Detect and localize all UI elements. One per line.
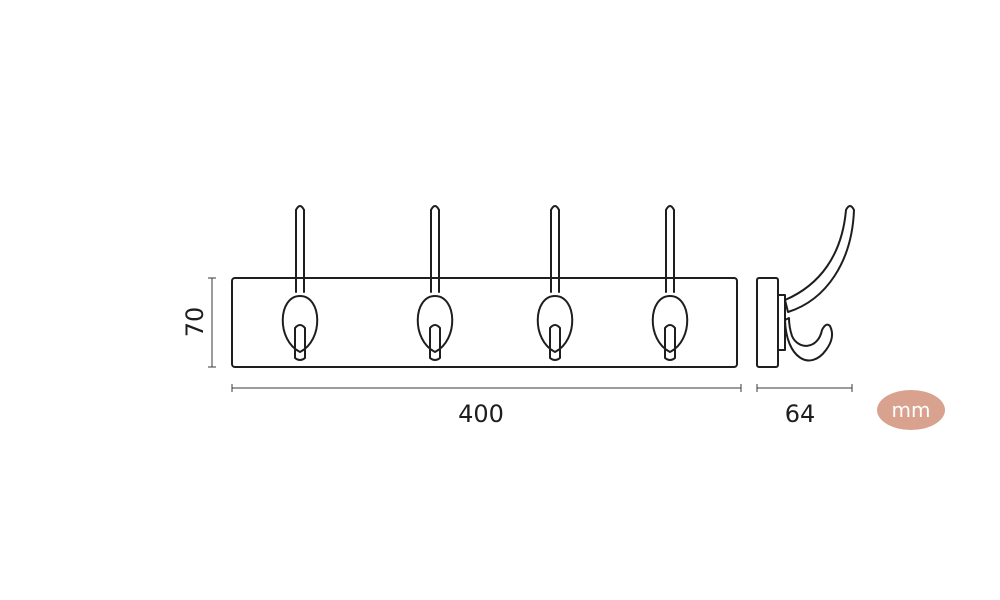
unit-badge-shape (877, 390, 945, 430)
hook-front (651, 205, 689, 361)
width-dimension: 400 (231, 384, 742, 428)
height-dimension: 70 (181, 277, 216, 368)
side-mount (777, 294, 786, 351)
depth-dimension: 64 (756, 384, 853, 428)
width-label: 400 (458, 400, 504, 428)
side-backplate (756, 277, 779, 368)
height-label: 70 (181, 307, 209, 338)
side-hook (784, 205, 855, 313)
depth-label: 64 (785, 400, 816, 428)
backplate (231, 277, 738, 368)
hook-front (536, 205, 574, 361)
hook-front (281, 205, 319, 361)
front-view (231, 205, 738, 368)
hook-front (416, 205, 454, 361)
unit-label: mm (892, 398, 931, 422)
unit-badge: mm (877, 390, 945, 430)
side-view (756, 205, 855, 368)
side-hook-curl (784, 317, 834, 362)
